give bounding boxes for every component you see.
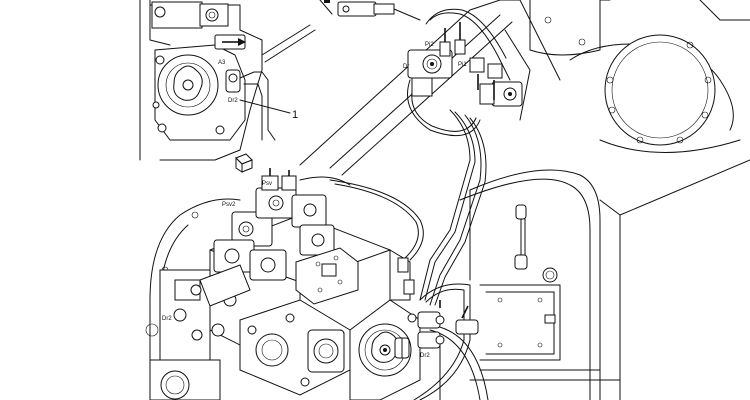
main-pump-assembly	[145, 168, 479, 400]
label-dr-pump: Dr2	[420, 353, 430, 359]
hydraulic-hoses	[299, 8, 511, 400]
inset-detail-view	[139, 0, 316, 161]
label-dr-left: Dr2	[162, 316, 172, 322]
label-pi2: Pi2	[425, 42, 434, 48]
pilot-valve-block	[407, 22, 523, 107]
label-dr: Dr	[403, 64, 409, 70]
label-psv2: Psv2	[222, 202, 236, 208]
label-pi1: Pi1	[458, 62, 467, 68]
label-psv: Psv	[262, 181, 272, 187]
callout-number: 1	[292, 109, 298, 121]
swing-ring-flange	[529, 0, 750, 153]
label-a3: A3	[218, 60, 226, 66]
chassis-side-plate	[459, 159, 750, 400]
label-dr2: Dr2	[228, 98, 238, 104]
direction-arrow-icon	[235, 153, 253, 173]
top-fitting-part	[319, 0, 421, 21]
